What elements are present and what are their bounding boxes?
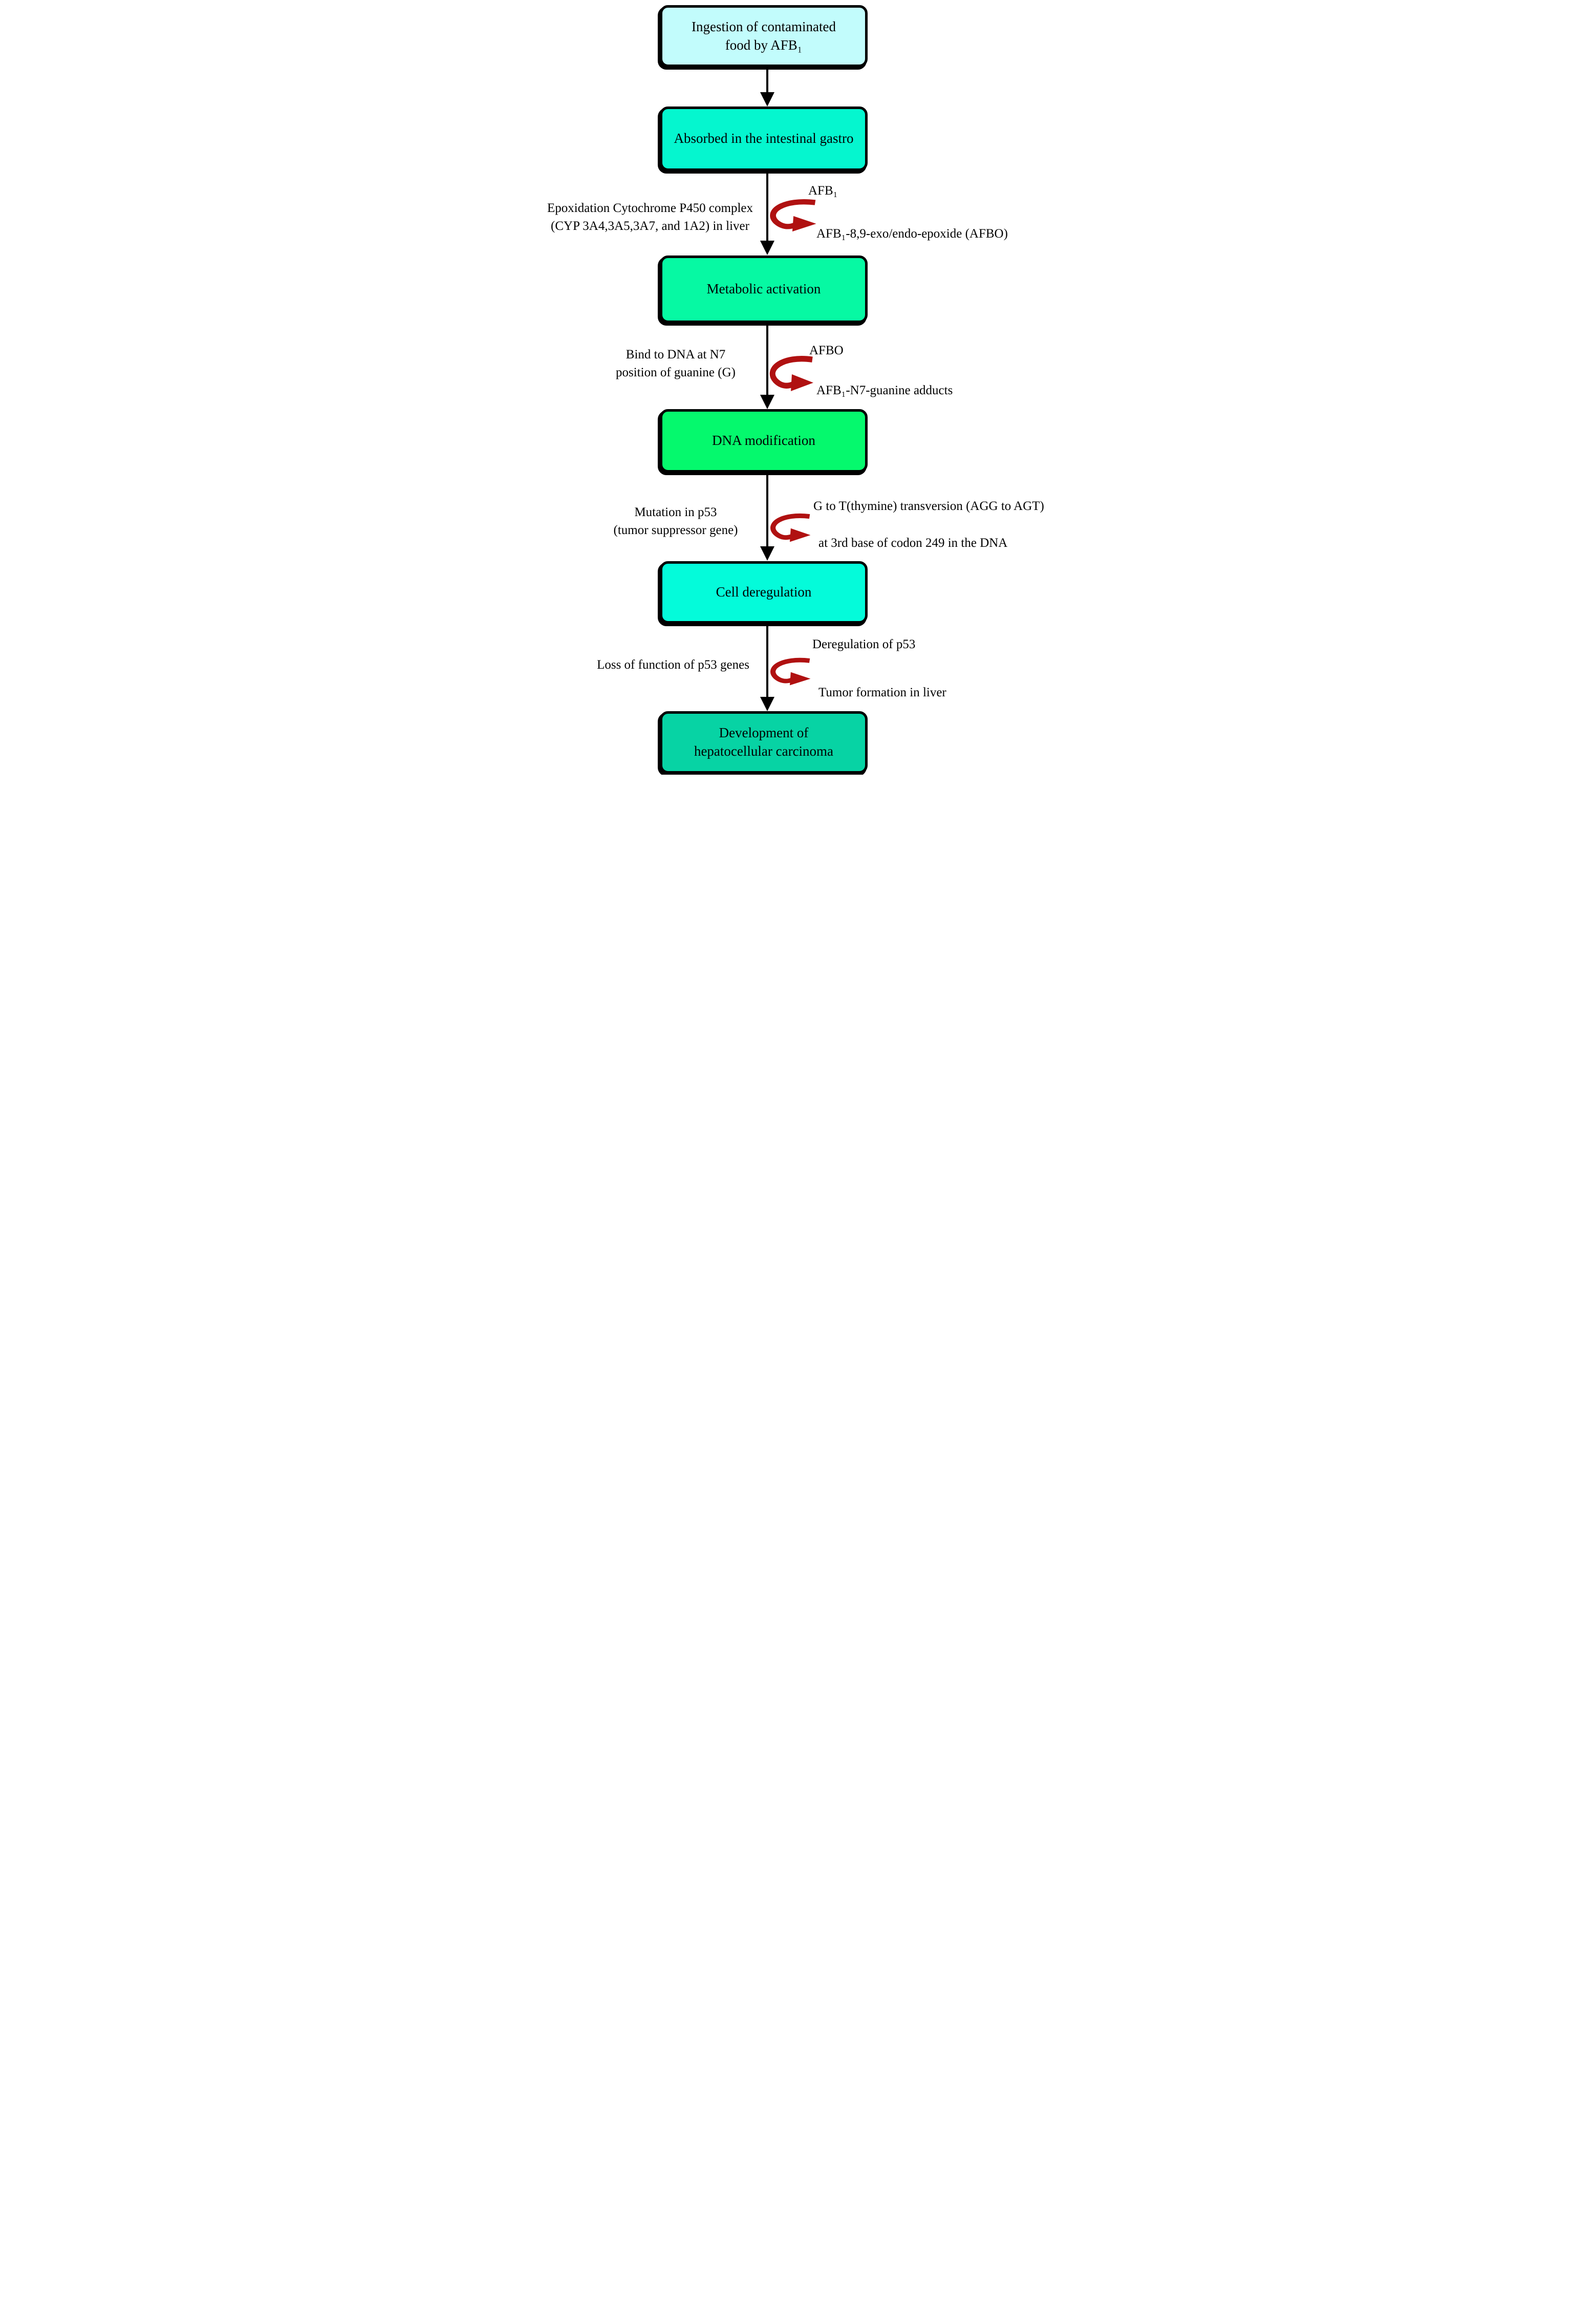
curved-arrow-4-icon — [766, 657, 813, 686]
aflatoxin-flowchart: Ingestion of contaminated food by AFB₁ A… — [532, 0, 1064, 775]
flow-arrow-2-head-icon — [760, 241, 774, 255]
box-ingestion-line2: food by AFB₁ — [725, 37, 803, 53]
flow-arrow-4-shaft — [766, 473, 768, 547]
annotation-epoxidation-left: Epoxidation Cytochrome P450 complex (CYP… — [537, 200, 763, 235]
box-dna-modification-label: DNA modification — [712, 433, 815, 449]
annotation-afbo-substrate: AFBO — [809, 344, 844, 357]
annotation-afbo-product: AFB₁-8,9-exo/endo-epoxide (AFBO) — [816, 227, 1008, 241]
annotation-guanine-adducts: AFB₁-N7-guanine adducts — [816, 383, 953, 397]
annotation-tumor-formation: Tumor formation in liver — [818, 686, 946, 699]
flow-arrow-1-head-icon — [760, 92, 774, 106]
box-ingestion: Ingestion of contaminated food by AFB₁ — [660, 5, 868, 67]
flow-arrow-5-head-icon — [760, 697, 774, 711]
box-ingestion-line1: Ingestion of contaminated — [692, 18, 836, 34]
flow-arrow-5-shaft — [766, 624, 768, 698]
box-hepatocellular-carcinoma: Development of hepatocellular carcinoma — [660, 711, 868, 774]
annotation-p53-mutation-left-line1: Mutation in p53 — [634, 505, 717, 519]
box-absorbed-label: Absorbed in the intestinal gastro — [674, 131, 854, 146]
annotation-p53-deregulation: Deregulation of p53 — [812, 637, 916, 651]
annotation-bind-dna-left: Bind to DNA at N7 position of guanine (G… — [588, 346, 763, 381]
annotation-bind-dna-left-line2: position of guanine (G) — [616, 365, 736, 379]
box-metabolic-activation: Metabolic activation — [660, 255, 868, 323]
box-absorbed: Absorbed in the intestinal gastro — [660, 106, 868, 171]
annotation-p53-mutation-left-line2: (tumor suppressor gene) — [613, 523, 738, 537]
curved-arrow-3-icon — [766, 513, 813, 543]
flow-arrow-2-shaft — [766, 171, 768, 242]
annotation-p53-loss-left-line1: Loss of function of p53 genes — [597, 658, 749, 672]
box-carcinoma-line2: hepatocellular carcinoma — [694, 743, 834, 759]
annotation-bind-dna-left-line1: Bind to DNA at N7 — [626, 348, 726, 361]
curved-arrow-1-icon — [765, 199, 819, 232]
annotation-p53-loss-left: Loss of function of p53 genes — [583, 656, 763, 674]
flow-arrow-3-shaft — [766, 323, 768, 396]
box-carcinoma-line1: Development of — [719, 725, 809, 741]
annotation-epoxidation-left-line2: (CYP 3A4,3A5,3A7, and 1A2) in liver — [551, 219, 749, 233]
box-cell-deregulation-label: Cell deregulation — [716, 584, 812, 600]
annotation-afb1-substrate: AFB₁ — [808, 184, 838, 198]
annotation-p53-mutation-left: Mutation in p53 (tumor suppressor gene) — [588, 504, 763, 539]
flow-arrow-1-shaft — [766, 67, 768, 94]
box-metabolic-activation-label: Metabolic activation — [706, 281, 821, 297]
flow-arrow-4-head-icon — [760, 546, 774, 561]
annotation-epoxidation-left-line1: Epoxidation Cytochrome P450 complex — [547, 201, 753, 215]
annotation-codon-249: at 3rd base of codon 249 in the DNA — [818, 536, 1008, 550]
box-dna-modification: DNA modification — [660, 409, 868, 473]
annotation-transversion: G to T(thymine) transversion (AGG to AGT… — [813, 499, 1044, 513]
curved-arrow-2-icon — [765, 355, 816, 392]
flow-arrow-3-head-icon — [760, 395, 774, 409]
box-cell-deregulation: Cell deregulation — [660, 561, 868, 624]
